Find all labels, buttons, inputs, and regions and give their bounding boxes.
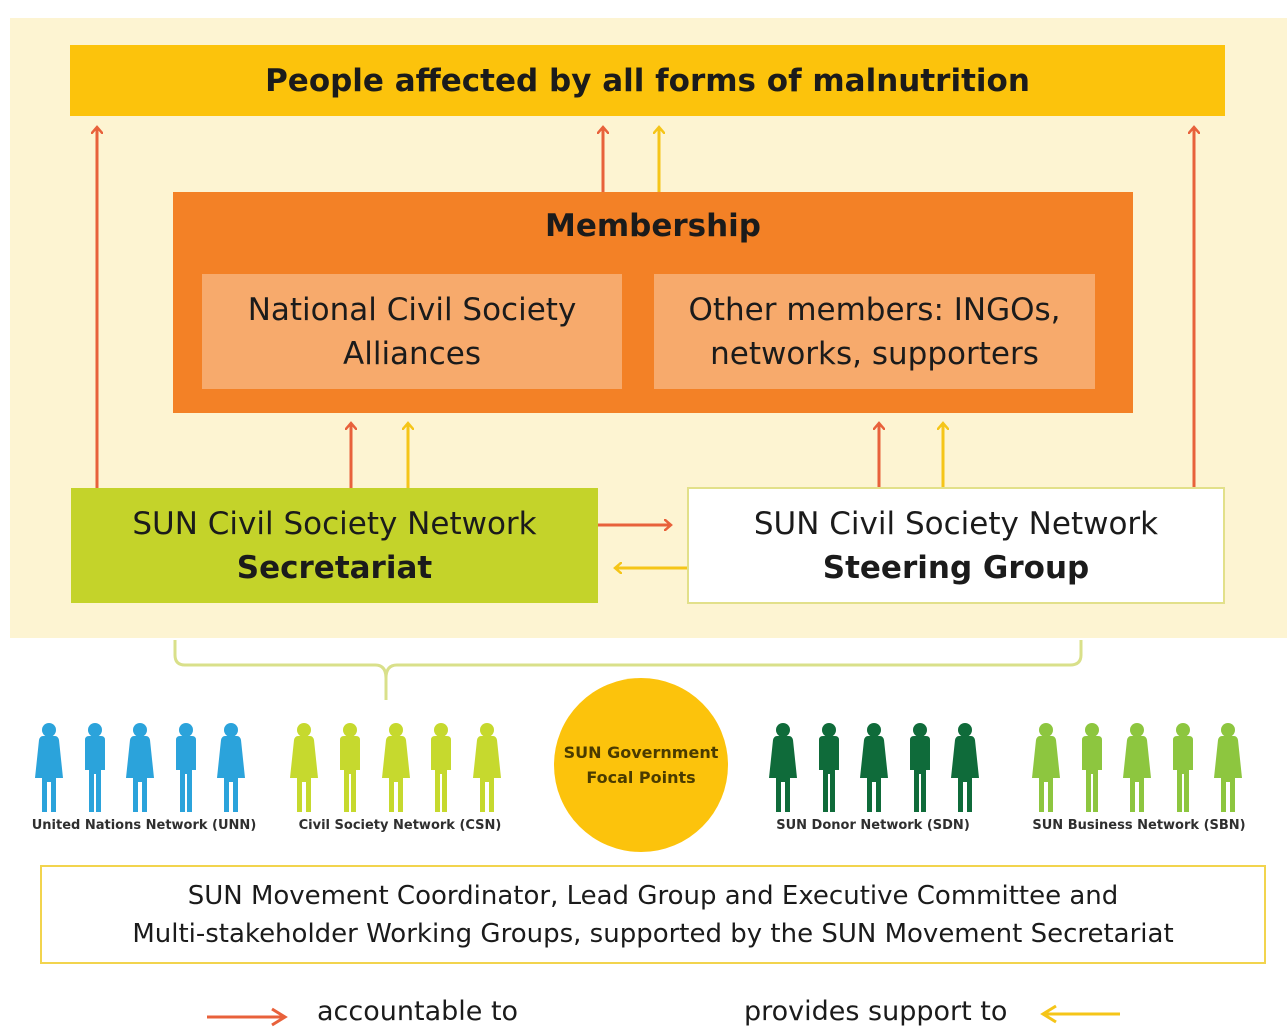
support-arrows <box>408 128 943 568</box>
csn-caption: Civil Society Network (CSN) <box>298 818 502 833</box>
secretariat-line-1: SUN Civil Society Network <box>132 505 537 542</box>
coordinator-line-2: Multi-stakeholder Working Groups, suppor… <box>132 918 1174 949</box>
legend-support-label: provides support to <box>744 996 1008 1027</box>
national-line-2: Alliances <box>343 335 481 372</box>
membership-title: Membership <box>544 208 762 244</box>
steering-line-1: SUN Civil Society Network <box>753 505 1159 542</box>
secretariat-line-2: Secretariat <box>236 549 433 586</box>
national-line-1: National Civil Society <box>247 291 577 328</box>
unn-caption: United Nations Network (UNN) <box>31 818 257 833</box>
other-line-2: networks, supporters <box>710 335 1039 372</box>
sdn-caption: SUN Donor Network (SDN) <box>776 818 970 833</box>
coordinator-box: SUN Movement Coordinator, Lead Group and… <box>40 865 1266 964</box>
arrow-left-icon <box>1040 1004 1120 1024</box>
other-line-1: Other members: INGOs, <box>688 291 1061 328</box>
government-focal-points-circle: SUN Government Focal Points <box>554 678 728 852</box>
arrow-right-icon <box>207 1007 288 1027</box>
accountable-arrows <box>97 128 1194 525</box>
sbn-caption: SUN Business Network (SBN) <box>1032 818 1246 833</box>
csn-secretariat-box: SUN Civil Society Network Secretariat <box>71 488 598 603</box>
banner-text: People affected by all forms of malnutri… <box>265 62 1030 99</box>
malnutrition-banner: People affected by all forms of malnutri… <box>70 45 1225 116</box>
steering-line-2: Steering Group <box>822 549 1090 586</box>
grouping-brace <box>173 640 1083 700</box>
focal-line-2: Focal Points <box>586 768 696 787</box>
legend-accountable-label: accountable to <box>317 996 519 1027</box>
national-civil-society-alliances-box: National Civil Society Alliances <box>202 274 622 389</box>
focal-line-1: SUN Government <box>563 743 719 762</box>
csn-steering-group-box: SUN Civil Society Network Steering Group <box>687 487 1225 604</box>
coordinator-line-1: SUN Movement Coordinator, Lead Group and… <box>187 880 1119 911</box>
other-members-box: Other members: INGOs, networks, supporte… <box>654 274 1095 389</box>
